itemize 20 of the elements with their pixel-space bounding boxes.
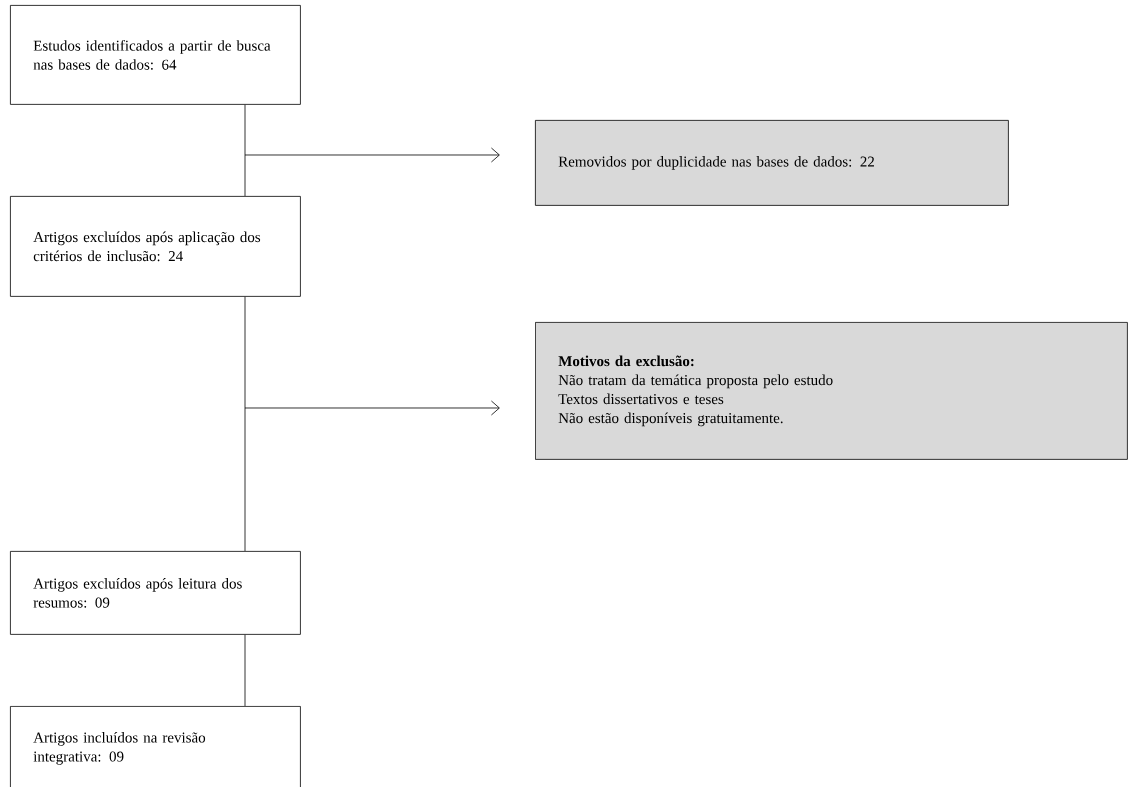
connector-line (244, 296, 246, 552)
node-label: Removidos por duplicidade nas bases de dados: 22 (558, 156, 874, 170)
node-label: Não tratam da temática proposta pelo estudo (558, 374, 833, 389)
connector-line (244, 104, 246, 197)
arrow (244, 400, 500, 416)
node-label: Artigos incluídos na revisão integrativa: 09 (33, 732, 206, 765)
process-box (10, 5, 301, 105)
exclusion-box (535, 120, 1009, 206)
node-label: Estudos identificados a partir de busca nas bases de dados: 64 (33, 40, 271, 70)
node-label: Não estão disponíveis gratuitamente. (558, 412, 783, 427)
exclusion-box (535, 322, 1128, 460)
node-label: Artigos excluídos após leitura dos resumos: 09 (33, 578, 242, 608)
process-box (10, 706, 301, 787)
connector-line (244, 634, 246, 707)
node-label: Artigos excluídos após aplicação dos critérios de inclusão: 24 (33, 231, 261, 262)
process-box (10, 551, 301, 635)
arrow (244, 147, 500, 163)
node-label: Motivos da exclusão: (558, 355, 694, 367)
node-label: Textos dissertativos e teses (558, 393, 724, 405)
process-box (10, 196, 301, 297)
